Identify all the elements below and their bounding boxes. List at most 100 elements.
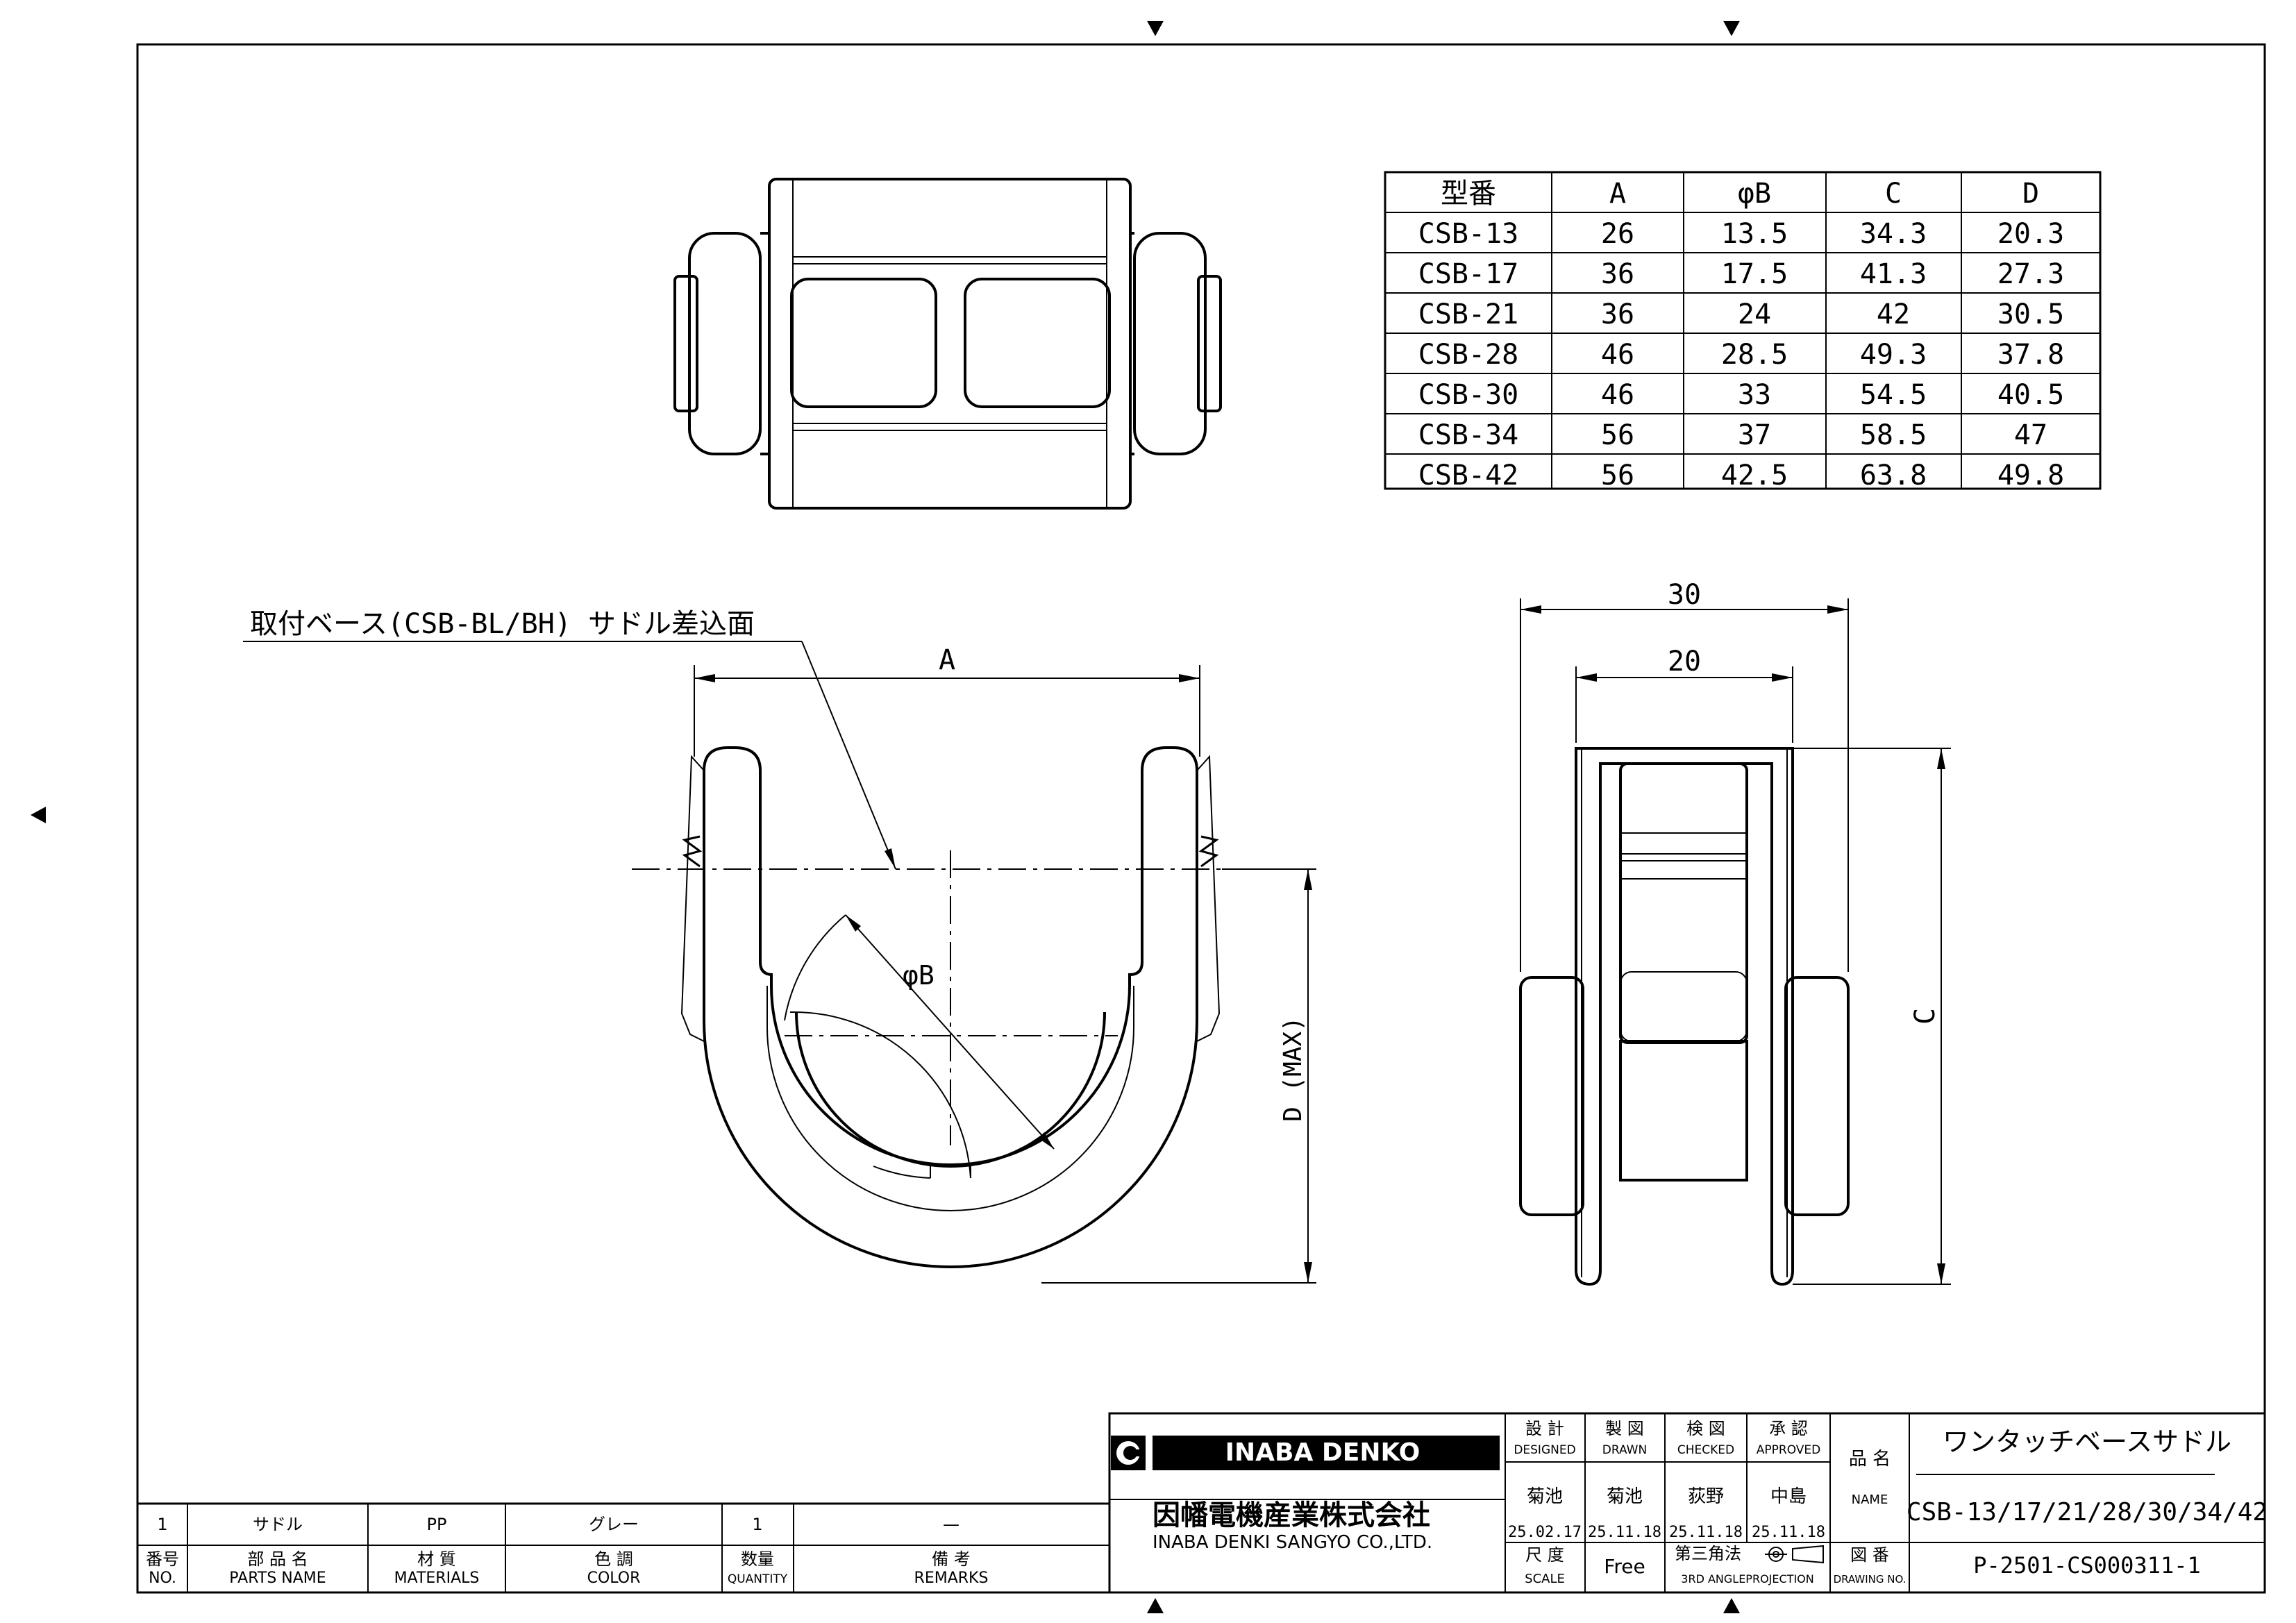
spec-cell: CSB-34 bbox=[1418, 419, 1519, 451]
side-view: 30 20 C bbox=[1519, 579, 1951, 1286]
dim-a-label: A bbox=[939, 644, 955, 676]
top-view bbox=[673, 178, 1222, 510]
spec-cell: 26 bbox=[1601, 218, 1634, 250]
spec-cell: CSB-17 bbox=[1418, 258, 1519, 290]
spec-cell: 42 bbox=[1877, 298, 1910, 330]
spec-cell: 27.3 bbox=[1997, 258, 2064, 290]
parts-cell: PP bbox=[427, 1515, 447, 1534]
spec-header-cell: D bbox=[2022, 178, 2039, 210]
product-models: CSB-13/17/21/28/30/34/42 bbox=[1907, 1498, 2268, 1527]
approval-title-en: APPROVED bbox=[1757, 1443, 1821, 1457]
spec-cell: CSB-42 bbox=[1418, 460, 1519, 491]
approval-title-en: CHECKED bbox=[1677, 1443, 1734, 1457]
scale-label-jp: 尺 度 bbox=[1525, 1545, 1564, 1565]
parts-header-jp: 数量 bbox=[741, 1549, 774, 1569]
projection-label-en: 3RD ANGLEPROJECTION bbox=[1681, 1572, 1813, 1586]
spec-cell: 46 bbox=[1601, 339, 1634, 371]
drawing-no: P-2501-CS000311-1 bbox=[1973, 1552, 2201, 1579]
projection-symbol bbox=[1765, 1545, 1824, 1564]
parts-header-jp: 備 考 bbox=[932, 1549, 971, 1569]
spec-cell: 36 bbox=[1601, 298, 1634, 330]
parts-list-text: 1 サドル PP グレー 1 — 番号 部 品 名 材 質 色 調 数量 備 考 NO. PARTS NA… bbox=[146, 1515, 988, 1587]
spec-cell: 47 bbox=[2014, 419, 2047, 451]
spec-cell: 13.5 bbox=[1721, 218, 1788, 250]
spec-cell: 17.5 bbox=[1721, 258, 1788, 290]
parts-header-en: COLOR bbox=[587, 1570, 641, 1587]
parts-header-en: PARTS NAME bbox=[229, 1570, 326, 1587]
spec-cell: 49.3 bbox=[1860, 339, 1927, 371]
spec-cell: 20.3 bbox=[1997, 218, 2064, 250]
parts-header-jp: 部 品 名 bbox=[247, 1549, 308, 1569]
approval-title-en: DRAWN bbox=[1602, 1443, 1647, 1457]
approval-date: 25.11.18 bbox=[1588, 1524, 1661, 1541]
spec-cell: 24 bbox=[1738, 298, 1771, 330]
approval-name: 荻野 bbox=[1688, 1486, 1724, 1507]
parts-list: 1 サドル PP グレー 1 — 番号 部 品 名 材 質 色 調 数量 備 考 NO. PARTS NA… bbox=[136, 1502, 1111, 1594]
spec-header-cell: φB bbox=[1738, 178, 1771, 210]
approval-title-jp: 承 認 bbox=[1769, 1419, 1808, 1438]
spec-header-cell: C bbox=[1885, 178, 1902, 210]
parts-header-jp: 番号 bbox=[146, 1549, 179, 1569]
spec-cell: 49.8 bbox=[1997, 460, 2064, 491]
approval-date: 25.02.17 bbox=[1508, 1524, 1582, 1541]
spec-cell: 37.8 bbox=[1997, 339, 2064, 371]
dim-30-label: 30 bbox=[1668, 579, 1701, 611]
parts-header-jp: 色 調 bbox=[594, 1549, 633, 1569]
logo-text: INABA DENKO bbox=[1225, 1438, 1421, 1467]
parts-header-en: NO. bbox=[149, 1570, 176, 1587]
spec-cell: 34.3 bbox=[1860, 218, 1927, 250]
spec-cell: 28.5 bbox=[1721, 339, 1788, 371]
parts-header-en: QUANTITY bbox=[728, 1572, 788, 1586]
parts-cell: グレー bbox=[589, 1515, 639, 1534]
name-label-jp: 品 名 bbox=[1849, 1449, 1891, 1470]
callout-text: 取付ベース(CSB-BL/BH) サドル差込面 bbox=[250, 608, 755, 640]
spec-cell: 41.3 bbox=[1860, 258, 1927, 290]
dim-20-label: 20 bbox=[1668, 646, 1701, 678]
front-view: 取付ベース(CSB-BL/BH) サドル差込面 A φB D (MAX) bbox=[243, 608, 1316, 1284]
scale-value: Free bbox=[1604, 1555, 1645, 1578]
spec-cell: 54.5 bbox=[1860, 379, 1927, 411]
spec-header-cell: A bbox=[1609, 178, 1626, 210]
spec-cell: 46 bbox=[1601, 379, 1634, 411]
spec-cell: CSB-13 bbox=[1418, 218, 1519, 250]
spec-cell: 37 bbox=[1738, 419, 1771, 451]
dim-b-label: φB bbox=[903, 960, 935, 991]
spec-cell: 30.5 bbox=[1997, 298, 2064, 330]
dim-c-label: C bbox=[1909, 1008, 1941, 1025]
approval-date: 25.11.18 bbox=[1752, 1524, 1825, 1541]
drawing-no-label-en: DRAWING NO. bbox=[1834, 1573, 1907, 1586]
spec-cell: CSB-30 bbox=[1418, 379, 1519, 411]
approval-title-jp: 製 図 bbox=[1605, 1419, 1644, 1438]
parts-cell: — bbox=[943, 1515, 960, 1534]
parts-header-jp: 材 質 bbox=[417, 1549, 456, 1569]
spec-cell: 40.5 bbox=[1997, 379, 2064, 411]
approval-title-en: DESIGNED bbox=[1514, 1443, 1575, 1457]
approval-title-jp: 検 図 bbox=[1686, 1419, 1725, 1438]
spec-cell: 36 bbox=[1601, 258, 1634, 290]
spec-cell: 56 bbox=[1601, 460, 1634, 491]
projection-label-jp: 第三角法 bbox=[1675, 1544, 1741, 1563]
parts-cell: 1 bbox=[752, 1515, 762, 1534]
approval-name: 菊池 bbox=[1527, 1486, 1563, 1507]
approval-date: 25.11.18 bbox=[1669, 1524, 1743, 1541]
company-name-jp: 因幡電機産業株式会社 bbox=[1153, 1499, 1430, 1531]
parts-header-en: REMARKS bbox=[914, 1570, 989, 1587]
approval-title-jp: 設 計 bbox=[1525, 1419, 1564, 1438]
spec-cell: 63.8 bbox=[1860, 460, 1927, 491]
dim-d-label: D (MAX) bbox=[1279, 1016, 1307, 1122]
drawing-no-label-jp: 図 番 bbox=[1850, 1545, 1889, 1565]
spec-cell: 56 bbox=[1601, 419, 1634, 451]
parts-cell: サドル bbox=[253, 1515, 303, 1534]
company-name-en: INABA DENKI SANGYO CO.,LTD. bbox=[1153, 1532, 1432, 1553]
parts-cell: 1 bbox=[157, 1515, 167, 1534]
spec-cell: CSB-28 bbox=[1418, 339, 1519, 371]
product-name: ワンタッチベースサドル bbox=[1943, 1427, 2231, 1457]
spec-cell: CSB-21 bbox=[1418, 298, 1519, 330]
spec-header-cell: 型番 bbox=[1441, 178, 1496, 210]
spec-cell: 58.5 bbox=[1860, 419, 1927, 451]
scale-label-en: SCALE bbox=[1525, 1572, 1565, 1586]
